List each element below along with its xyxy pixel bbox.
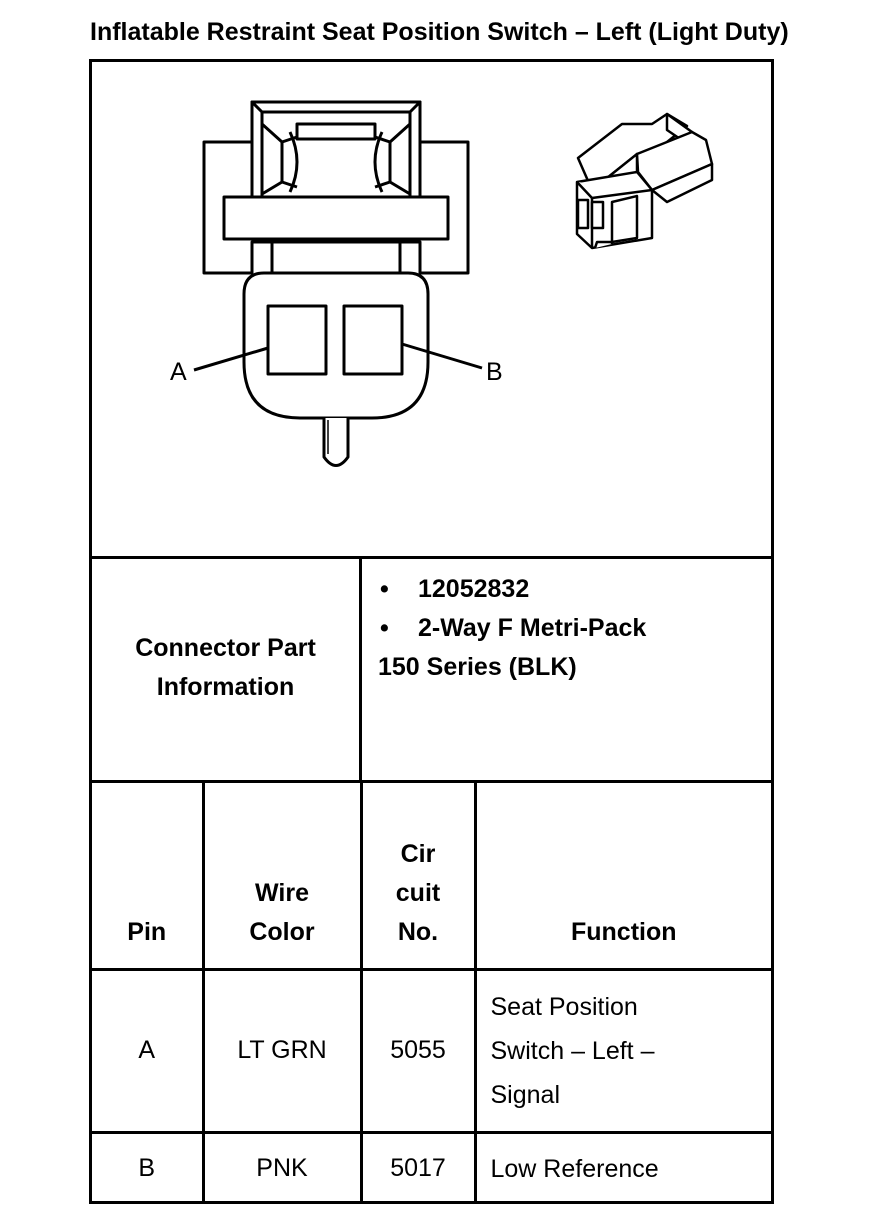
connector-crossbar <box>222 195 450 241</box>
header-function: Function <box>473 783 771 971</box>
leader-line-b <box>401 342 483 370</box>
connector-type-item: • 2-Way F Metri-Pack <box>362 609 771 648</box>
circuit-cell: 5017 <box>359 1130 477 1204</box>
header-circuit-line3: No. <box>397 917 439 946</box>
pin-table-header: Pin Wire Color Cir cuit No. Function <box>92 783 771 971</box>
pin-table: Pin Wire Color Cir cuit No. Function A L… <box>92 783 771 1204</box>
connector-label-line1: Connector Part <box>135 634 316 662</box>
pin-label-b: B <box>486 358 503 386</box>
header-wire-color-line1: Wire <box>255 878 309 907</box>
page-title: Inflatable Restraint Seat Position Switc… <box>90 18 789 46</box>
pin-cavity-b <box>342 304 404 376</box>
function-cell: Seat Position Switch – Left – Signal <box>473 967 771 1134</box>
connector-info-label: Connector Part Information <box>92 556 362 780</box>
part-number: 12052832 <box>418 575 530 603</box>
wire-color-cell: PNK <box>201 1130 363 1204</box>
header-circuit-line1: Cir <box>400 839 436 868</box>
pin-label-a: A <box>170 358 187 386</box>
connector-face-diagram: A B <box>170 100 714 467</box>
connector-isometric-sketch <box>575 112 714 250</box>
connector-info-details: • 12052832 • 2-Way F Metri-Pack 150 Seri… <box>362 556 771 780</box>
connector-sheet: A B Connector Part Infor <box>89 59 774 1204</box>
latch-top-block <box>250 100 422 199</box>
circuit-cell: 5055 <box>359 967 477 1134</box>
header-circuit-line2: cuit <box>395 878 441 907</box>
function-cell: Low Reference <box>473 1130 771 1204</box>
table-row: A LT GRN 5055 Seat Position Switch – Lef… <box>92 967 771 1134</box>
pin-cavity-a <box>266 304 328 376</box>
latch-right-ramp <box>388 122 412 196</box>
latch-center-bar <box>295 122 377 141</box>
header-pin: Pin <box>92 783 205 971</box>
connector-label-line2: Information <box>156 673 295 701</box>
connector-series: 150 Series (BLK) <box>378 653 577 681</box>
function-line3: Signal <box>490 1080 561 1109</box>
pin-cell: B <box>92 1130 205 1204</box>
connector-info-row: Connector Part Information • 12052832 • … <box>92 556 771 783</box>
function-line1: Seat Position <box>490 992 638 1021</box>
wire-color-cell: LT GRN <box>201 967 363 1134</box>
table-row: B PNK 5017 Low Reference <box>92 1130 771 1204</box>
connector-key <box>322 418 350 467</box>
header-wire-color-line2: Color <box>249 917 315 946</box>
function-line2: Switch – Left – <box>490 1036 655 1065</box>
bullet-icon: • <box>380 614 389 642</box>
leader-line-a <box>193 346 269 372</box>
pin-cell: A <box>92 967 205 1134</box>
connector-diagram-area: A B <box>92 62 771 559</box>
sketch-cavity-a <box>576 198 590 230</box>
latch-left-ramp <box>260 122 284 196</box>
header-circuit: Cir cuit No. <box>359 783 477 971</box>
part-number-item: • 12052832 <box>362 570 771 609</box>
bullet-icon: • <box>380 575 389 603</box>
sketch-cavity-b <box>590 200 605 230</box>
connector-type: 2-Way F Metri-Pack <box>418 614 647 642</box>
header-wire-color: Wire Color <box>201 783 363 971</box>
